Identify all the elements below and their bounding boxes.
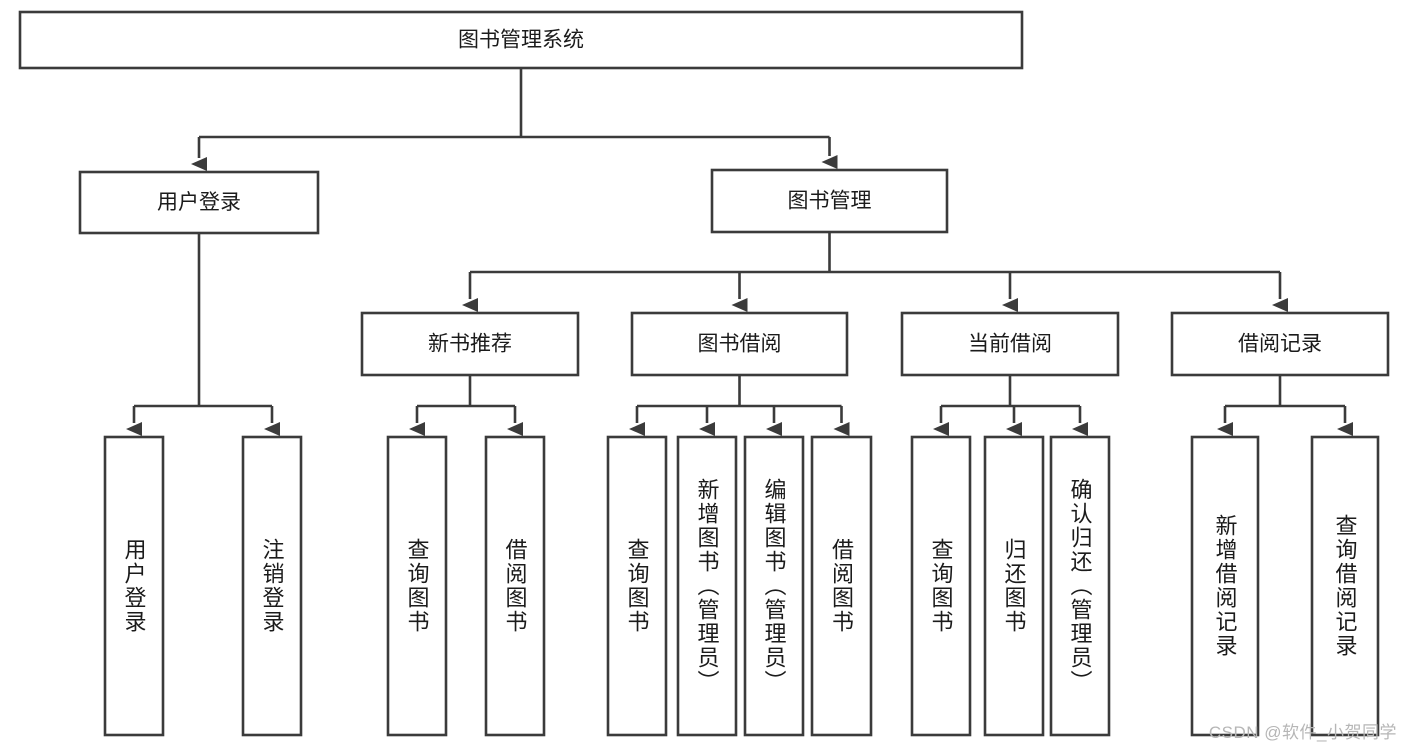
connector-lines [126,68,1353,436]
node-box-leaf-borrow-book-1[interactable] [484,435,546,737]
node-box-leaf-return-book[interactable] [983,435,1045,737]
node-label-borrow-record: 借阅记录 [1238,333,1322,356]
node-box-leaf-query-borrow-record[interactable] [1310,435,1380,737]
node-box-leaf-query-book-1[interactable] [386,435,448,737]
node-box-leaf-add-borrow-record[interactable] [1190,435,1260,737]
node-box-leaf-user-login[interactable] [103,435,165,737]
node-box-current-borrow[interactable] [900,311,1120,377]
node-label-root: 图书管理系统 [458,29,584,52]
node-box-root[interactable] [18,10,1024,70]
node-label-book-manage: 图书管理 [788,190,872,213]
node-label-current-borrow: 当前借阅 [968,333,1052,356]
node-box-leaf-query-book-2[interactable] [606,435,668,737]
node-box-new-book-recommend[interactable] [360,311,580,377]
csdn-watermark: CSDN @软件_小贺同学 [1208,723,1397,742]
node-box-leaf-logout-login[interactable] [241,435,303,737]
node-box-leaf-query-book-3[interactable] [910,435,972,737]
node-box-leaf-add-book-admin[interactable] [676,435,738,737]
node-box-leaf-confirm-return-admin[interactable] [1049,435,1111,737]
node-label-new-book-recommend: 新书推荐 [428,333,512,356]
node-boxes [18,10,1390,737]
node-box-leaf-borrow-book-2[interactable] [810,435,873,737]
node-box-user-login[interactable] [78,170,320,235]
node-box-leaf-edit-book-admin[interactable] [743,435,805,737]
node-label-book-borrow: 图书借阅 [698,333,782,356]
node-label-user-login: 用户登录 [157,191,241,214]
